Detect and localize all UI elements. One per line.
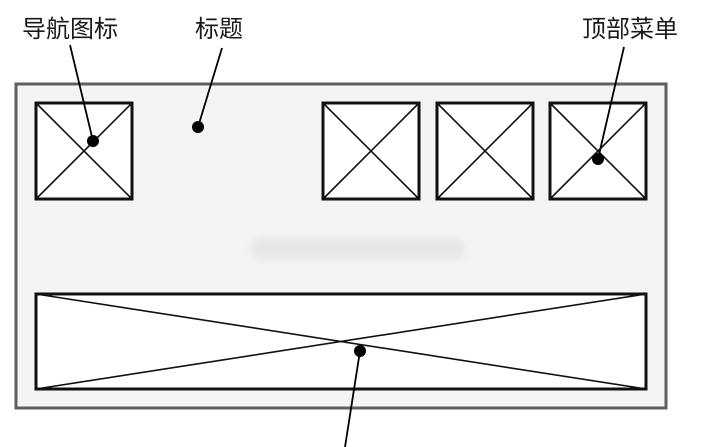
nav-icon-placeholder bbox=[34, 101, 134, 201]
callout-nav-icon bbox=[69, 44, 99, 147]
callout-top-menu bbox=[592, 46, 625, 165]
blurred-placeholder-text bbox=[250, 238, 465, 260]
label-title: 标题 bbox=[195, 15, 243, 43]
menu-item-placeholder-1 bbox=[321, 101, 421, 201]
menu-item-placeholder-2 bbox=[435, 101, 535, 201]
banner-placeholder bbox=[34, 292, 648, 391]
label-top-menu: 顶部菜单 bbox=[582, 15, 678, 43]
menu-item-placeholder-3 bbox=[548, 101, 648, 201]
label-nav-icon: 导航图标 bbox=[22, 15, 118, 43]
callout-title bbox=[192, 47, 223, 133]
callout-banner bbox=[344, 345, 366, 447]
